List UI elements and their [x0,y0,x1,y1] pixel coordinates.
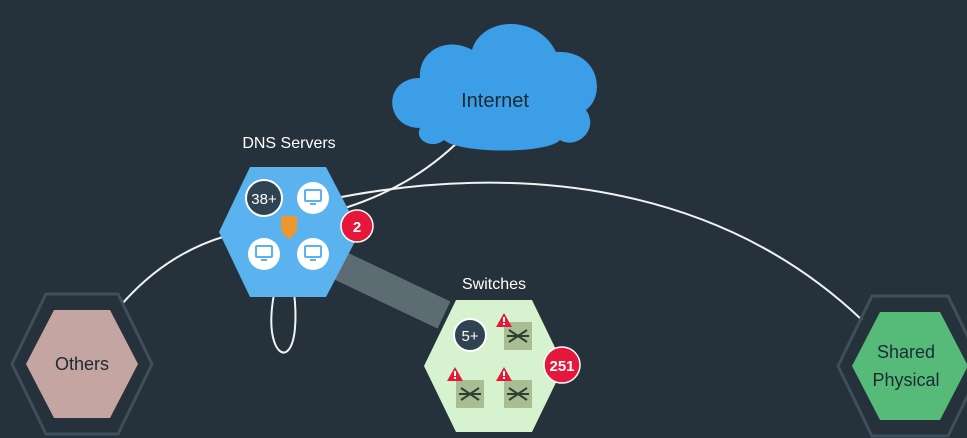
link-dns-shared-physical[interactable] [325,181,863,321]
link-internet-dns[interactable] [344,137,463,209]
dns-servers-label: DNS Servers [242,135,335,152]
others-label: Others [55,354,109,374]
switches-count-badge: 5+ [461,328,478,345]
others-hexagon-outline [10,292,154,436]
link-others-dns[interactable] [121,235,227,305]
warning-icon [496,313,512,327]
switches-alert-badge: 251 [549,358,574,375]
switches-label: Switches [462,276,526,293]
shared-physical-hexagon-outline [836,294,967,438]
connections [121,137,863,354]
dns-count-badge-circle [245,179,283,217]
internet-label: Internet [461,90,529,112]
shared-physical-hexagon [852,312,967,420]
shared-physical-label-line2: Physical [872,370,939,390]
server-monitor-icon [297,182,329,214]
switches-hexagon [424,300,564,432]
others-node[interactable]: Others [10,292,154,436]
server-monitor-icon [248,238,280,270]
server-monitor-icon [297,238,329,270]
switches-node[interactable]: Switches 5+ [424,276,581,432]
link-dns-switches[interactable] [319,245,451,329]
cloud-icon [392,24,597,151]
shared-physical-node[interactable]: Shared Physical [836,294,967,438]
switch-device-icon [504,380,532,408]
warning-icon [447,367,463,381]
shield-icon [281,216,297,239]
switches-count-badge-circle [453,318,487,352]
others-hexagon [26,310,138,418]
link-dns-loop[interactable] [270,291,297,354]
switch-device-icon [456,380,484,408]
dns-servers-node[interactable]: DNS Servers 38+ 2 [219,135,374,297]
dns-alert-badge-circle [340,209,374,243]
dns-alert-badge: 2 [353,219,361,236]
warning-icon [496,367,512,381]
shared-physical-label-line1: Shared [877,342,935,362]
switches-alert-badge-circle [543,346,581,384]
dns-count-badge: 38+ [251,191,277,208]
internet-node[interactable]: Internet [392,24,597,151]
